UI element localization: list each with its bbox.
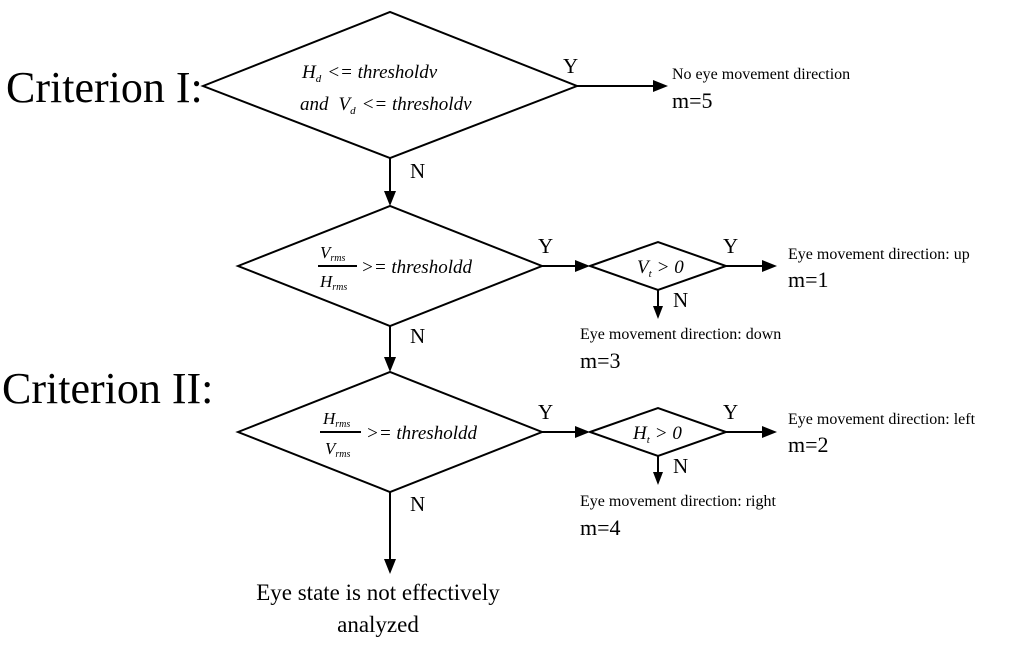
decision-1-no-label: N	[410, 159, 425, 183]
decision-3b-no-arrowhead	[653, 472, 663, 485]
final-outcome-line-1: Eye state is not effectively	[256, 580, 500, 605]
decision-3-numerator: Hrms	[322, 409, 350, 430]
decision-1-yes-label: Y	[563, 54, 578, 78]
decision-2-comparison: >= thresholdd	[361, 257, 472, 278]
decision-3b-yes-label: Y	[723, 400, 738, 424]
outcome-up-text: Eye movement direction: up	[788, 246, 970, 263]
decision-2b-no-label: N	[673, 288, 688, 312]
decision-1-diamond	[200, 10, 580, 160]
decision-2b-no-arrowhead	[653, 306, 663, 319]
decision-2-denominator: Hrms	[319, 272, 347, 293]
decision-3-yes-arrowhead	[575, 426, 590, 438]
decision-2-yes-arrowhead	[575, 260, 590, 272]
decision-3b-yes-arrowhead	[762, 426, 777, 438]
decision-2-no-label: N	[410, 324, 425, 348]
criterion-1-label: Criterion I:	[6, 63, 203, 112]
decision-2b-yes-arrowhead	[762, 260, 777, 272]
final-outcome-line-2: analyzed	[337, 612, 419, 637]
outcome-down-code: m=3	[580, 348, 621, 373]
decision-2-yes-label: Y	[538, 234, 553, 258]
outcome-left-text: Eye movement direction: left	[788, 411, 976, 428]
outcome-up-code: m=1	[788, 267, 829, 292]
decision-3-comparison: >= thresholdd	[366, 423, 477, 444]
outcome-none-text: No eye movement direction	[672, 66, 850, 83]
decision-3b-condition: Ht> 0	[632, 423, 682, 446]
decision-3-no-arrowhead	[384, 559, 396, 574]
decision-2b-condition: Vt> 0	[637, 257, 684, 280]
decision-1-no-arrowhead	[384, 191, 396, 206]
decision-2-no-arrowhead	[384, 357, 396, 372]
decision-3-yes-label: Y	[538, 400, 553, 424]
decision-1-yes-arrowhead	[653, 80, 668, 92]
outcome-none-code: m=5	[672, 88, 713, 113]
decision-2b-yes-label: Y	[723, 234, 738, 258]
outcome-right-code: m=4	[580, 515, 621, 540]
decision-3-denominator: Vrms	[325, 439, 351, 460]
decision-3b-no-label: N	[673, 454, 688, 478]
criterion-2-label: Criterion II:	[2, 364, 213, 413]
decision-2-numerator: Vrms	[320, 243, 346, 264]
outcome-right-text: Eye movement direction: right	[580, 493, 777, 510]
outcome-down-text: Eye movement direction: down	[580, 326, 781, 343]
decision-1-line-1: Hd<= thresholdv	[301, 62, 438, 85]
decision-3-no-label: N	[410, 492, 425, 516]
outcome-left-code: m=2	[788, 432, 829, 457]
